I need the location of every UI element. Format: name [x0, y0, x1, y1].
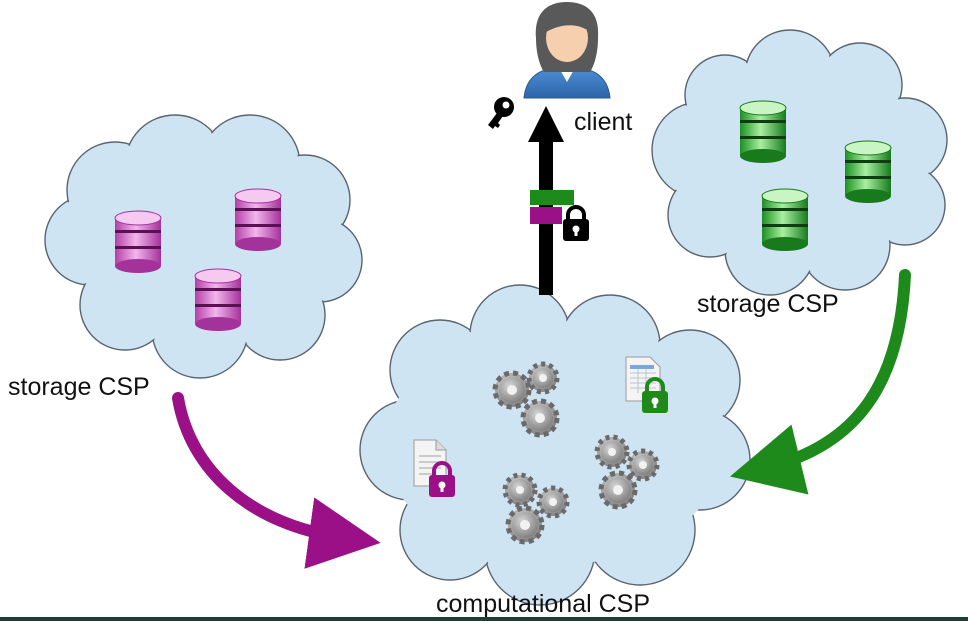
- gear-icon: [526, 361, 560, 395]
- database-icon: [114, 210, 162, 273]
- magenta-flow-arrow: [172, 392, 381, 569]
- storage-csp-right-label: storage CSP: [697, 290, 839, 318]
- storage-cloud-left: [44, 114, 363, 379]
- gear-icon: [626, 448, 660, 482]
- gear-icon: [492, 370, 532, 410]
- computational-csp-label: computational CSP: [436, 590, 651, 618]
- bottom-border: [0, 617, 968, 621]
- gear-icon: [505, 505, 545, 545]
- database-icon: [739, 100, 787, 163]
- storage-cloud-right: [651, 29, 948, 296]
- document-icon: [413, 439, 447, 487]
- spreadsheet-icon: [625, 356, 661, 402]
- gear-cluster-bottom: [502, 472, 570, 545]
- client-label: client: [574, 108, 633, 136]
- green-flow-arrow: [730, 269, 911, 495]
- computational-cloud: [359, 284, 751, 606]
- padlock-icon: [642, 377, 668, 413]
- gear-icon: [594, 434, 630, 470]
- storage-csp-left-label: storage CSP: [8, 373, 150, 401]
- database-icon: [761, 188, 809, 251]
- key-icon: [488, 97, 514, 129]
- database-icon: [234, 188, 282, 251]
- padlock-icon: [429, 461, 455, 497]
- database-icon: [844, 140, 892, 203]
- gear-icon: [502, 472, 538, 508]
- database-icon: [194, 268, 242, 331]
- encrypted-result: [530, 190, 574, 224]
- gear-icon: [598, 470, 638, 510]
- gear-icon: [536, 485, 570, 519]
- gear-cluster-top: [492, 361, 560, 438]
- padlock-icon: [563, 205, 589, 241]
- person-avatar-icon: [523, 2, 611, 99]
- gear-icon: [520, 398, 560, 438]
- gear-cluster-right: [594, 434, 660, 510]
